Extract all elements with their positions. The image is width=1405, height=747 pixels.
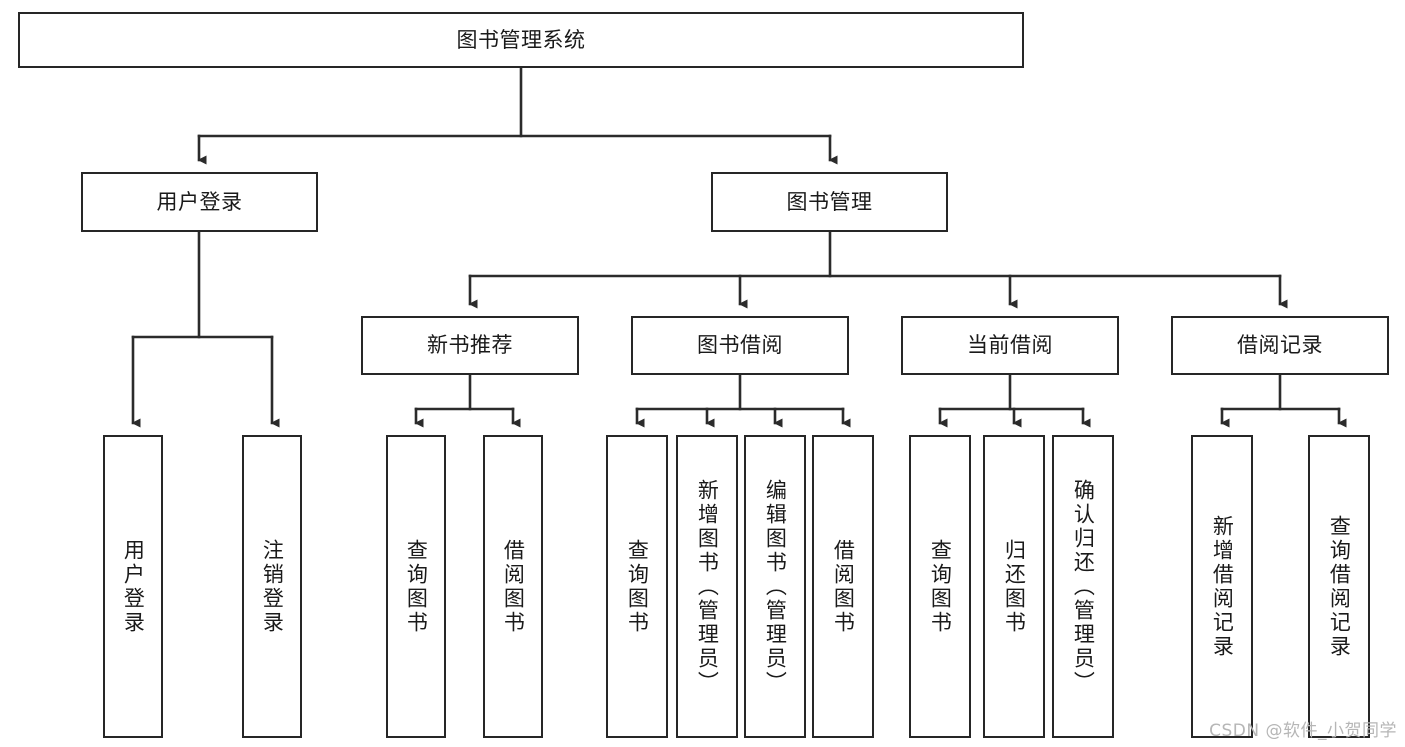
- node-leaf-edit-book-label: 编辑图书（管理员）: [763, 478, 788, 695]
- node-leaf-return-book[interactable]: 归还图书: [983, 435, 1045, 738]
- node-leaf-borrow-book[interactable]: 借阅图书: [812, 435, 874, 738]
- node-leaf-query-borrow-record[interactable]: 查询借阅记录: [1308, 435, 1370, 738]
- node-leaf-borrow-book-recommend[interactable]: 借阅图书: [483, 435, 543, 738]
- node-leaf-logout-label: 注销登录: [260, 538, 285, 635]
- csdn-watermark: CSDN @软件_小贺同学: [1209, 721, 1397, 741]
- node-leaf-user-login[interactable]: 用户登录: [103, 435, 163, 738]
- node-book-manage-label: 图书管理: [786, 189, 873, 214]
- node-leaf-add-book-label: 新增图书（管理员）: [695, 478, 720, 695]
- node-leaf-borrow-book-recommend-label: 借阅图书: [501, 538, 526, 635]
- node-leaf-query-book-recommend-label: 查询图书: [404, 538, 429, 635]
- node-leaf-query-book-borrow[interactable]: 查询图书: [606, 435, 668, 738]
- node-borrow-record-label: 借阅记录: [1237, 333, 1323, 358]
- node-leaf-query-book-recommend[interactable]: 查询图书: [386, 435, 446, 738]
- node-book-manage[interactable]: 图书管理: [711, 172, 948, 232]
- node-book-borrow[interactable]: 图书借阅: [631, 316, 849, 375]
- node-new-book-recommend-label: 新书推荐: [427, 333, 513, 358]
- node-leaf-logout[interactable]: 注销登录: [242, 435, 302, 738]
- node-user-login-label: 用户登录: [156, 189, 243, 214]
- node-leaf-user-login-label: 用户登录: [121, 538, 146, 635]
- node-leaf-confirm-return-label: 确认归还（管理员）: [1071, 478, 1096, 695]
- node-borrow-record[interactable]: 借阅记录: [1171, 316, 1389, 375]
- node-leaf-query-borrow-record-label: 查询借阅记录: [1327, 514, 1352, 659]
- node-leaf-add-borrow-record-label: 新增借阅记录: [1210, 514, 1235, 659]
- node-leaf-add-borrow-record[interactable]: 新增借阅记录: [1191, 435, 1253, 738]
- node-leaf-query-book-borrow-label: 查询图书: [625, 538, 650, 635]
- node-leaf-add-book[interactable]: 新增图书（管理员）: [676, 435, 738, 738]
- node-leaf-borrow-book-label: 借阅图书: [831, 538, 856, 635]
- node-book-borrow-label: 图书借阅: [697, 333, 783, 358]
- node-root-label: 图书管理系统: [456, 27, 586, 52]
- node-current-borrow-label: 当前借阅: [967, 333, 1053, 358]
- node-leaf-query-book-current-label: 查询图书: [928, 538, 953, 635]
- node-leaf-edit-book[interactable]: 编辑图书（管理员）: [744, 435, 806, 738]
- node-leaf-return-book-label: 归还图书: [1002, 538, 1027, 635]
- node-user-login[interactable]: 用户登录: [81, 172, 318, 232]
- node-current-borrow[interactable]: 当前借阅: [901, 316, 1119, 375]
- node-new-book-recommend[interactable]: 新书推荐: [361, 316, 579, 375]
- node-root[interactable]: 图书管理系统: [18, 12, 1024, 68]
- node-leaf-query-book-current[interactable]: 查询图书: [909, 435, 971, 738]
- node-leaf-confirm-return[interactable]: 确认归还（管理员）: [1052, 435, 1114, 738]
